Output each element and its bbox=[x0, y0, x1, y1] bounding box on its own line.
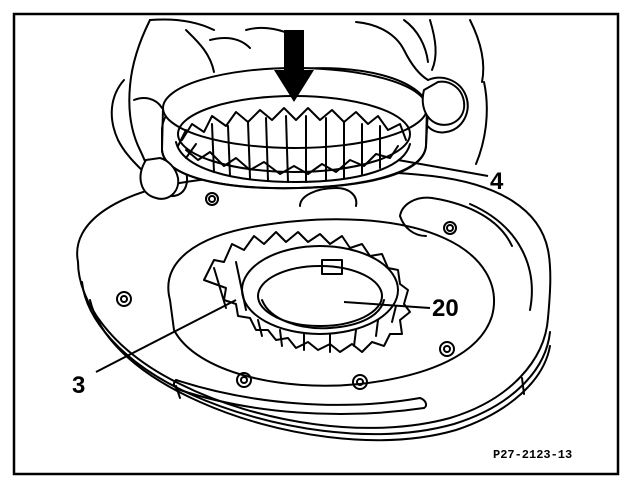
callout-4: 4 bbox=[490, 168, 504, 195]
leader-lines bbox=[95, 159, 489, 373]
bolt-holes bbox=[116, 192, 457, 390]
fingertip-left bbox=[139, 157, 180, 200]
callout-3: 3 bbox=[72, 372, 85, 399]
figure-frame bbox=[12, 12, 620, 476]
fingertip-right bbox=[421, 80, 466, 126]
lower-gear bbox=[203, 231, 411, 353]
figure-code: P27-2123-13 bbox=[493, 448, 572, 462]
base-housing bbox=[76, 170, 552, 442]
callout-20: 20 bbox=[432, 295, 459, 322]
push-arrow-icon bbox=[274, 30, 314, 102]
